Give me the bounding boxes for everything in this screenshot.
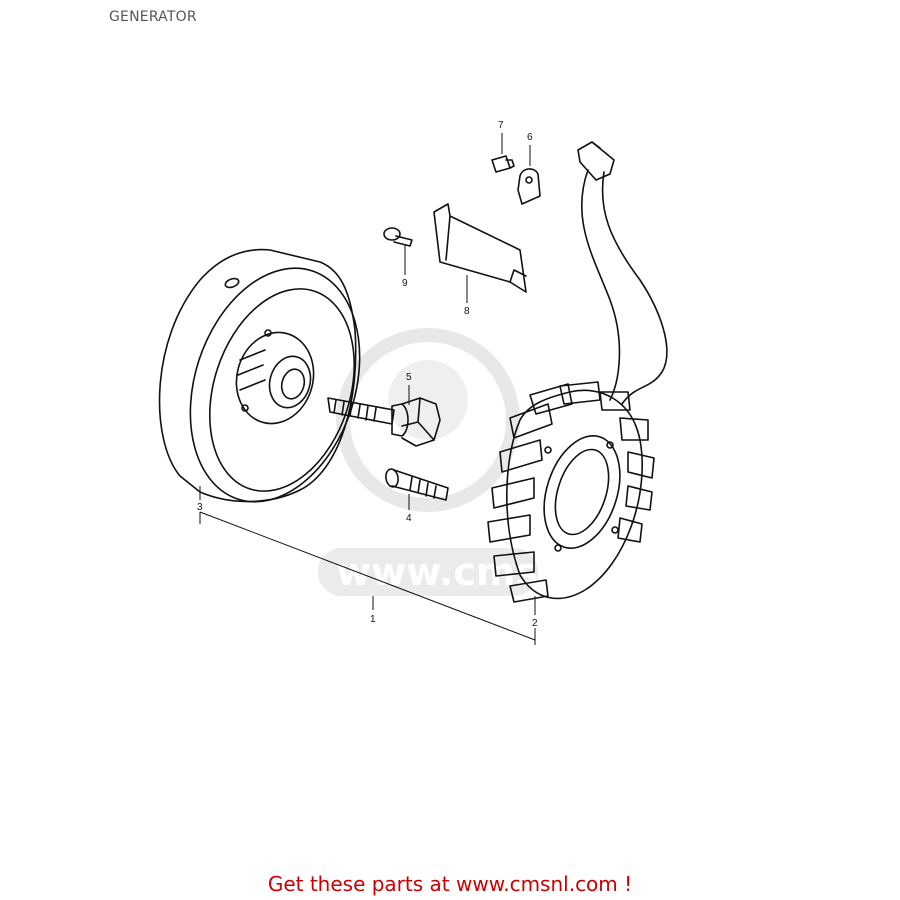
leader-lines: [199, 133, 536, 645]
callouts: 7 6 9 8 5 4 3 1 2: [197, 120, 538, 629]
callout-8: 8: [464, 306, 470, 317]
stator-coil: [487, 141, 668, 603]
rotor-bolt: [327, 397, 441, 447]
rotor-flywheel: [158, 248, 361, 503]
watermark-mascot-head: [388, 360, 468, 440]
callout-3: 3: [197, 502, 203, 513]
cover-plate: [433, 203, 527, 293]
stator-screw: [385, 468, 449, 501]
page-title: GENERATOR: [109, 9, 197, 25]
watermark-text: www.cmsnl: [336, 550, 578, 594]
cover-screw: [383, 227, 413, 247]
footer-promo-link[interactable]: Get these parts at www.cmsnl.com !: [267, 872, 633, 896]
callout-7: 7: [498, 120, 504, 131]
callout-9: 9: [402, 278, 408, 289]
wire-clamp: [517, 168, 541, 205]
callout-4: 4: [406, 513, 412, 524]
callout-2: 2: [532, 618, 538, 629]
watermark-banner: [318, 548, 538, 596]
watermark: www.cmsnl: [318, 328, 578, 596]
callout-6: 6: [527, 132, 533, 143]
clamp-bolt: [491, 155, 515, 173]
callout-1: 1: [370, 614, 376, 625]
callout-5: 5: [406, 372, 412, 383]
